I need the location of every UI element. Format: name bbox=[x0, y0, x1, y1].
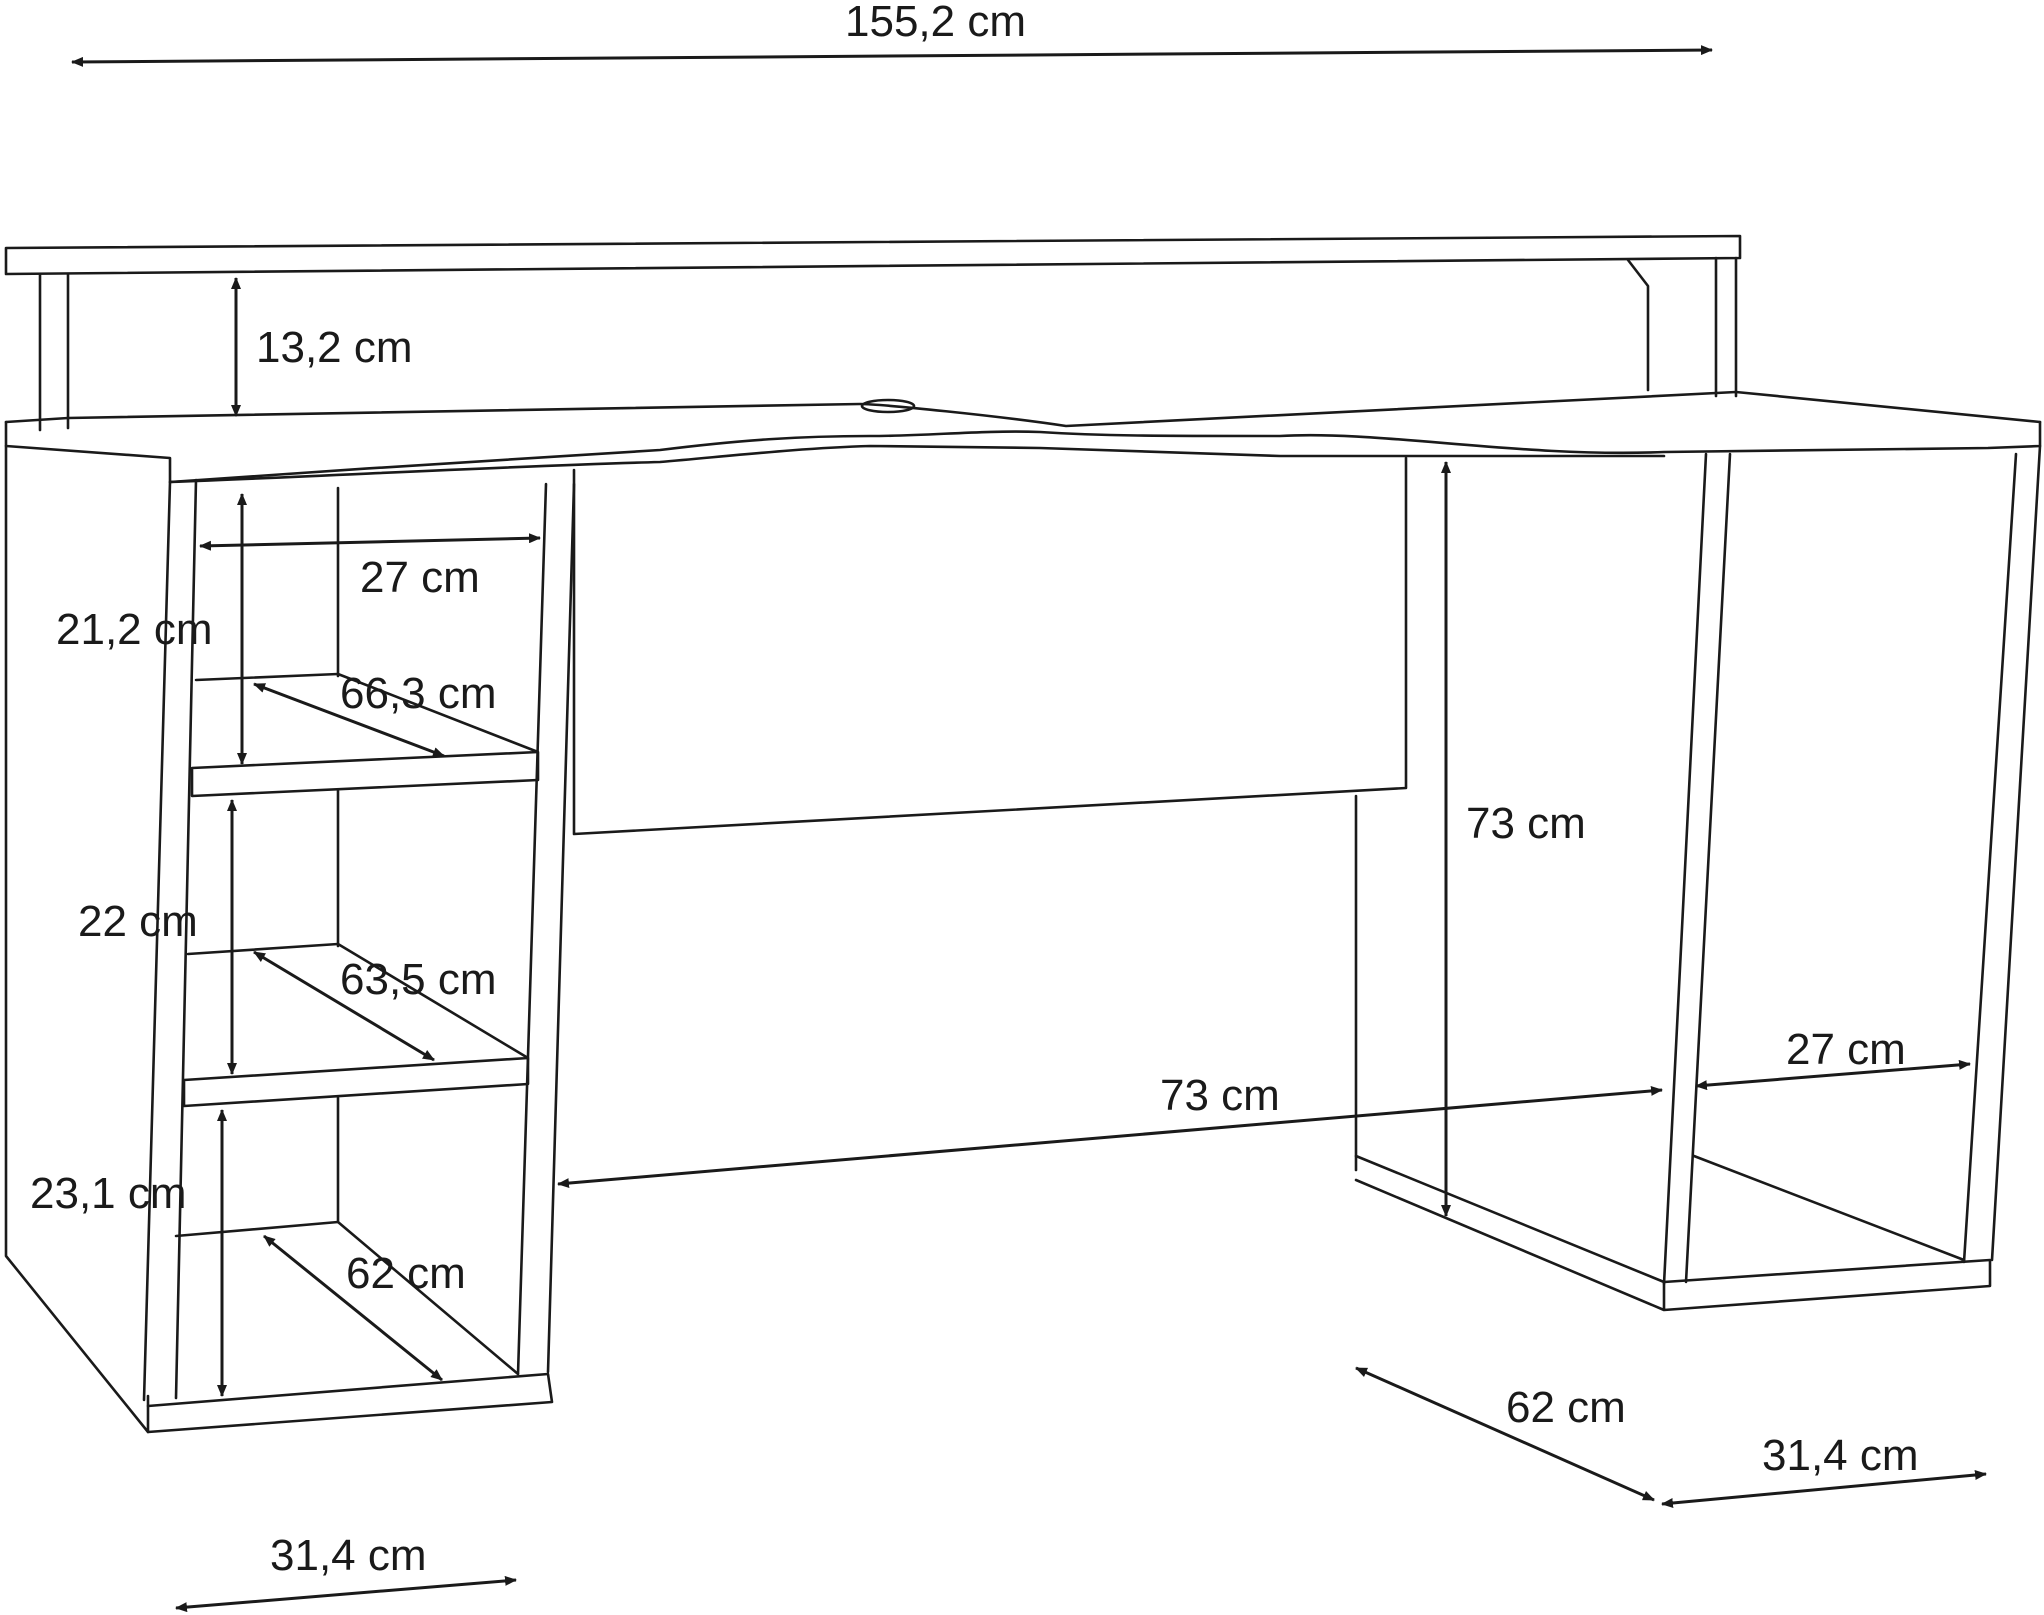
label-shelf-bottom-depth: 62 cm bbox=[346, 1249, 466, 1298]
right-base-width-arrow bbox=[1661, 1470, 1987, 1508]
label-left-base-width: 31,4 cm bbox=[270, 1531, 427, 1580]
desk-top bbox=[4, 390, 2042, 484]
hutch-left-post bbox=[38, 272, 70, 432]
hutch-top-board bbox=[4, 234, 1742, 276]
label-desk-height: 73 cm bbox=[1466, 799, 1586, 848]
left-bottom-inner bbox=[174, 1220, 520, 1376]
label-hutch-height: 13,2 cm bbox=[256, 323, 413, 372]
desk-top-front-edge bbox=[4, 420, 2042, 484]
legroom-width-arrow bbox=[557, 1085, 1663, 1189]
dimension-lines bbox=[71, 45, 1987, 1613]
cable-grommet bbox=[860, 398, 916, 414]
right-depth-arrow bbox=[1355, 1366, 1655, 1502]
shelf-top-width-arrow bbox=[199, 533, 541, 551]
left-base-width-arrow bbox=[175, 1575, 517, 1613]
right-outer-panel bbox=[1962, 444, 2042, 1264]
left-divider-panel bbox=[516, 482, 576, 1376]
left-shelf-middle bbox=[182, 942, 530, 1108]
desk-top-surface bbox=[4, 390, 2042, 428]
label-shelf-top-depth: 66,3 cm bbox=[340, 669, 497, 718]
label-right-depth: 62 cm bbox=[1506, 1383, 1626, 1432]
desk-top-front-edge-lower bbox=[168, 444, 1666, 484]
right-bottom-board bbox=[1354, 1154, 1992, 1312]
hutch-right-post bbox=[1714, 256, 1738, 398]
left-shelf-top bbox=[190, 672, 540, 798]
shelf-mid-depth-arrow bbox=[253, 950, 435, 1062]
hutch bbox=[4, 234, 1742, 432]
right-inner-width-arrow bbox=[1695, 1059, 1971, 1091]
left-bottom-board bbox=[146, 1372, 554, 1434]
label-right-base-width: 31,4 cm bbox=[1762, 1431, 1919, 1480]
label-legroom-width: 73 cm bbox=[1160, 1071, 1280, 1120]
right-pedestal bbox=[1354, 444, 2042, 1312]
total-width-arrow bbox=[71, 45, 1713, 67]
right-front-panel bbox=[1662, 452, 1732, 1286]
label-shelf-bottom-height: 23,1 cm bbox=[30, 1169, 187, 1218]
dimension-labels: 155,2 cm 13,2 cm 27 cm 21,2 cm 66,3 cm 2… bbox=[30, 0, 1919, 1580]
left-side-panel bbox=[4, 444, 150, 1434]
label-total-width: 155,2 cm bbox=[845, 0, 1026, 46]
hutch-bracket bbox=[1626, 258, 1650, 392]
label-shelf-top-width: 27 cm bbox=[360, 553, 480, 602]
label-shelf-top-height: 21,2 cm bbox=[56, 605, 213, 654]
modesty-panel bbox=[572, 456, 1408, 836]
shelf-top-depth-arrow bbox=[253, 682, 445, 758]
label-right-inner-width: 27 cm bbox=[1786, 1025, 1906, 1074]
label-shelf-mid-depth: 63,5 cm bbox=[340, 955, 497, 1004]
left-front-post bbox=[142, 478, 198, 1402]
right-bottom-inner bbox=[1692, 1154, 1966, 1262]
label-shelf-mid-height: 22 cm bbox=[78, 897, 198, 946]
shelf-bottom-depth-arrow bbox=[263, 1234, 443, 1382]
